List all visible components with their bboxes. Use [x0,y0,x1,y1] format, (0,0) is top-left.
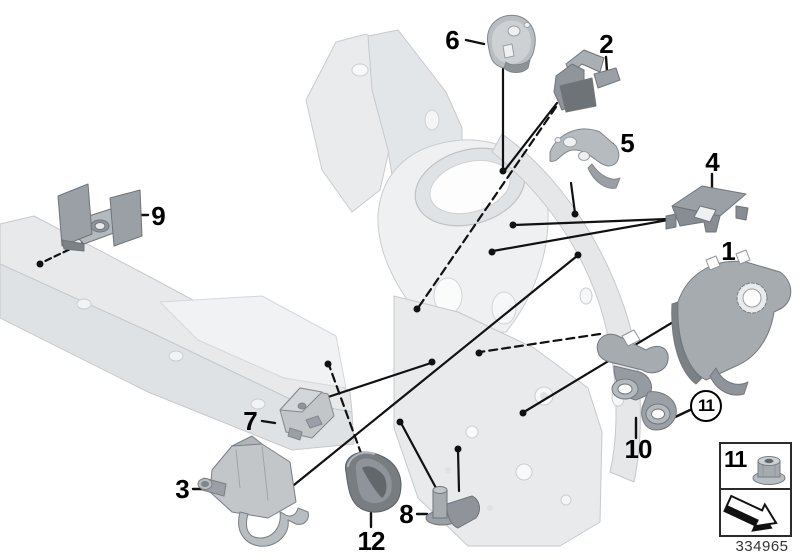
body-illustration [0,29,641,547]
part-8-drawing [425,486,480,529]
callout-label-6[interactable]: 6 [445,25,460,55]
legend-cell-fastener: 11 [721,444,790,490]
callout-label-10[interactable]: 10 [624,434,653,464]
part-9-drawing [57,183,143,252]
part-7-drawing [279,387,335,441]
part-1-drawing [671,249,792,396]
hex-flange-nut-icon [752,456,786,485]
part-5-drawing [549,128,621,189]
part-2-drawing [553,49,621,113]
callout-label-12[interactable]: 12 [357,526,386,556]
part-10-drawing [596,329,677,431]
legend-box: 11 [719,442,792,537]
callout-label-5[interactable]: 5 [620,128,635,158]
part-6-drawing [486,14,536,73]
leader-end-dots [36,167,582,453]
callout-label-2[interactable]: 2 [599,29,614,59]
legend-cell-direction [721,490,790,537]
part-3-drawing [197,435,309,547]
callout-label-1[interactable]: 1 [721,236,736,266]
callout-label-7[interactable]: 7 [243,406,258,436]
leader-lines [36,38,733,529]
catalog-number: 334965 [735,538,789,555]
part-4-drawing [665,185,749,233]
legend-item-number: 11 [724,446,747,472]
callout-label-3[interactable]: 3 [175,474,190,504]
callout-label-11-circled[interactable]: 11 [690,390,722,422]
direction-arrow-icon [723,494,778,532]
callout-label-9[interactable]: 9 [151,201,166,231]
callout-label-8[interactable]: 8 [399,499,414,529]
callout-label-4[interactable]: 4 [705,147,720,177]
part-12-drawing [344,451,402,513]
